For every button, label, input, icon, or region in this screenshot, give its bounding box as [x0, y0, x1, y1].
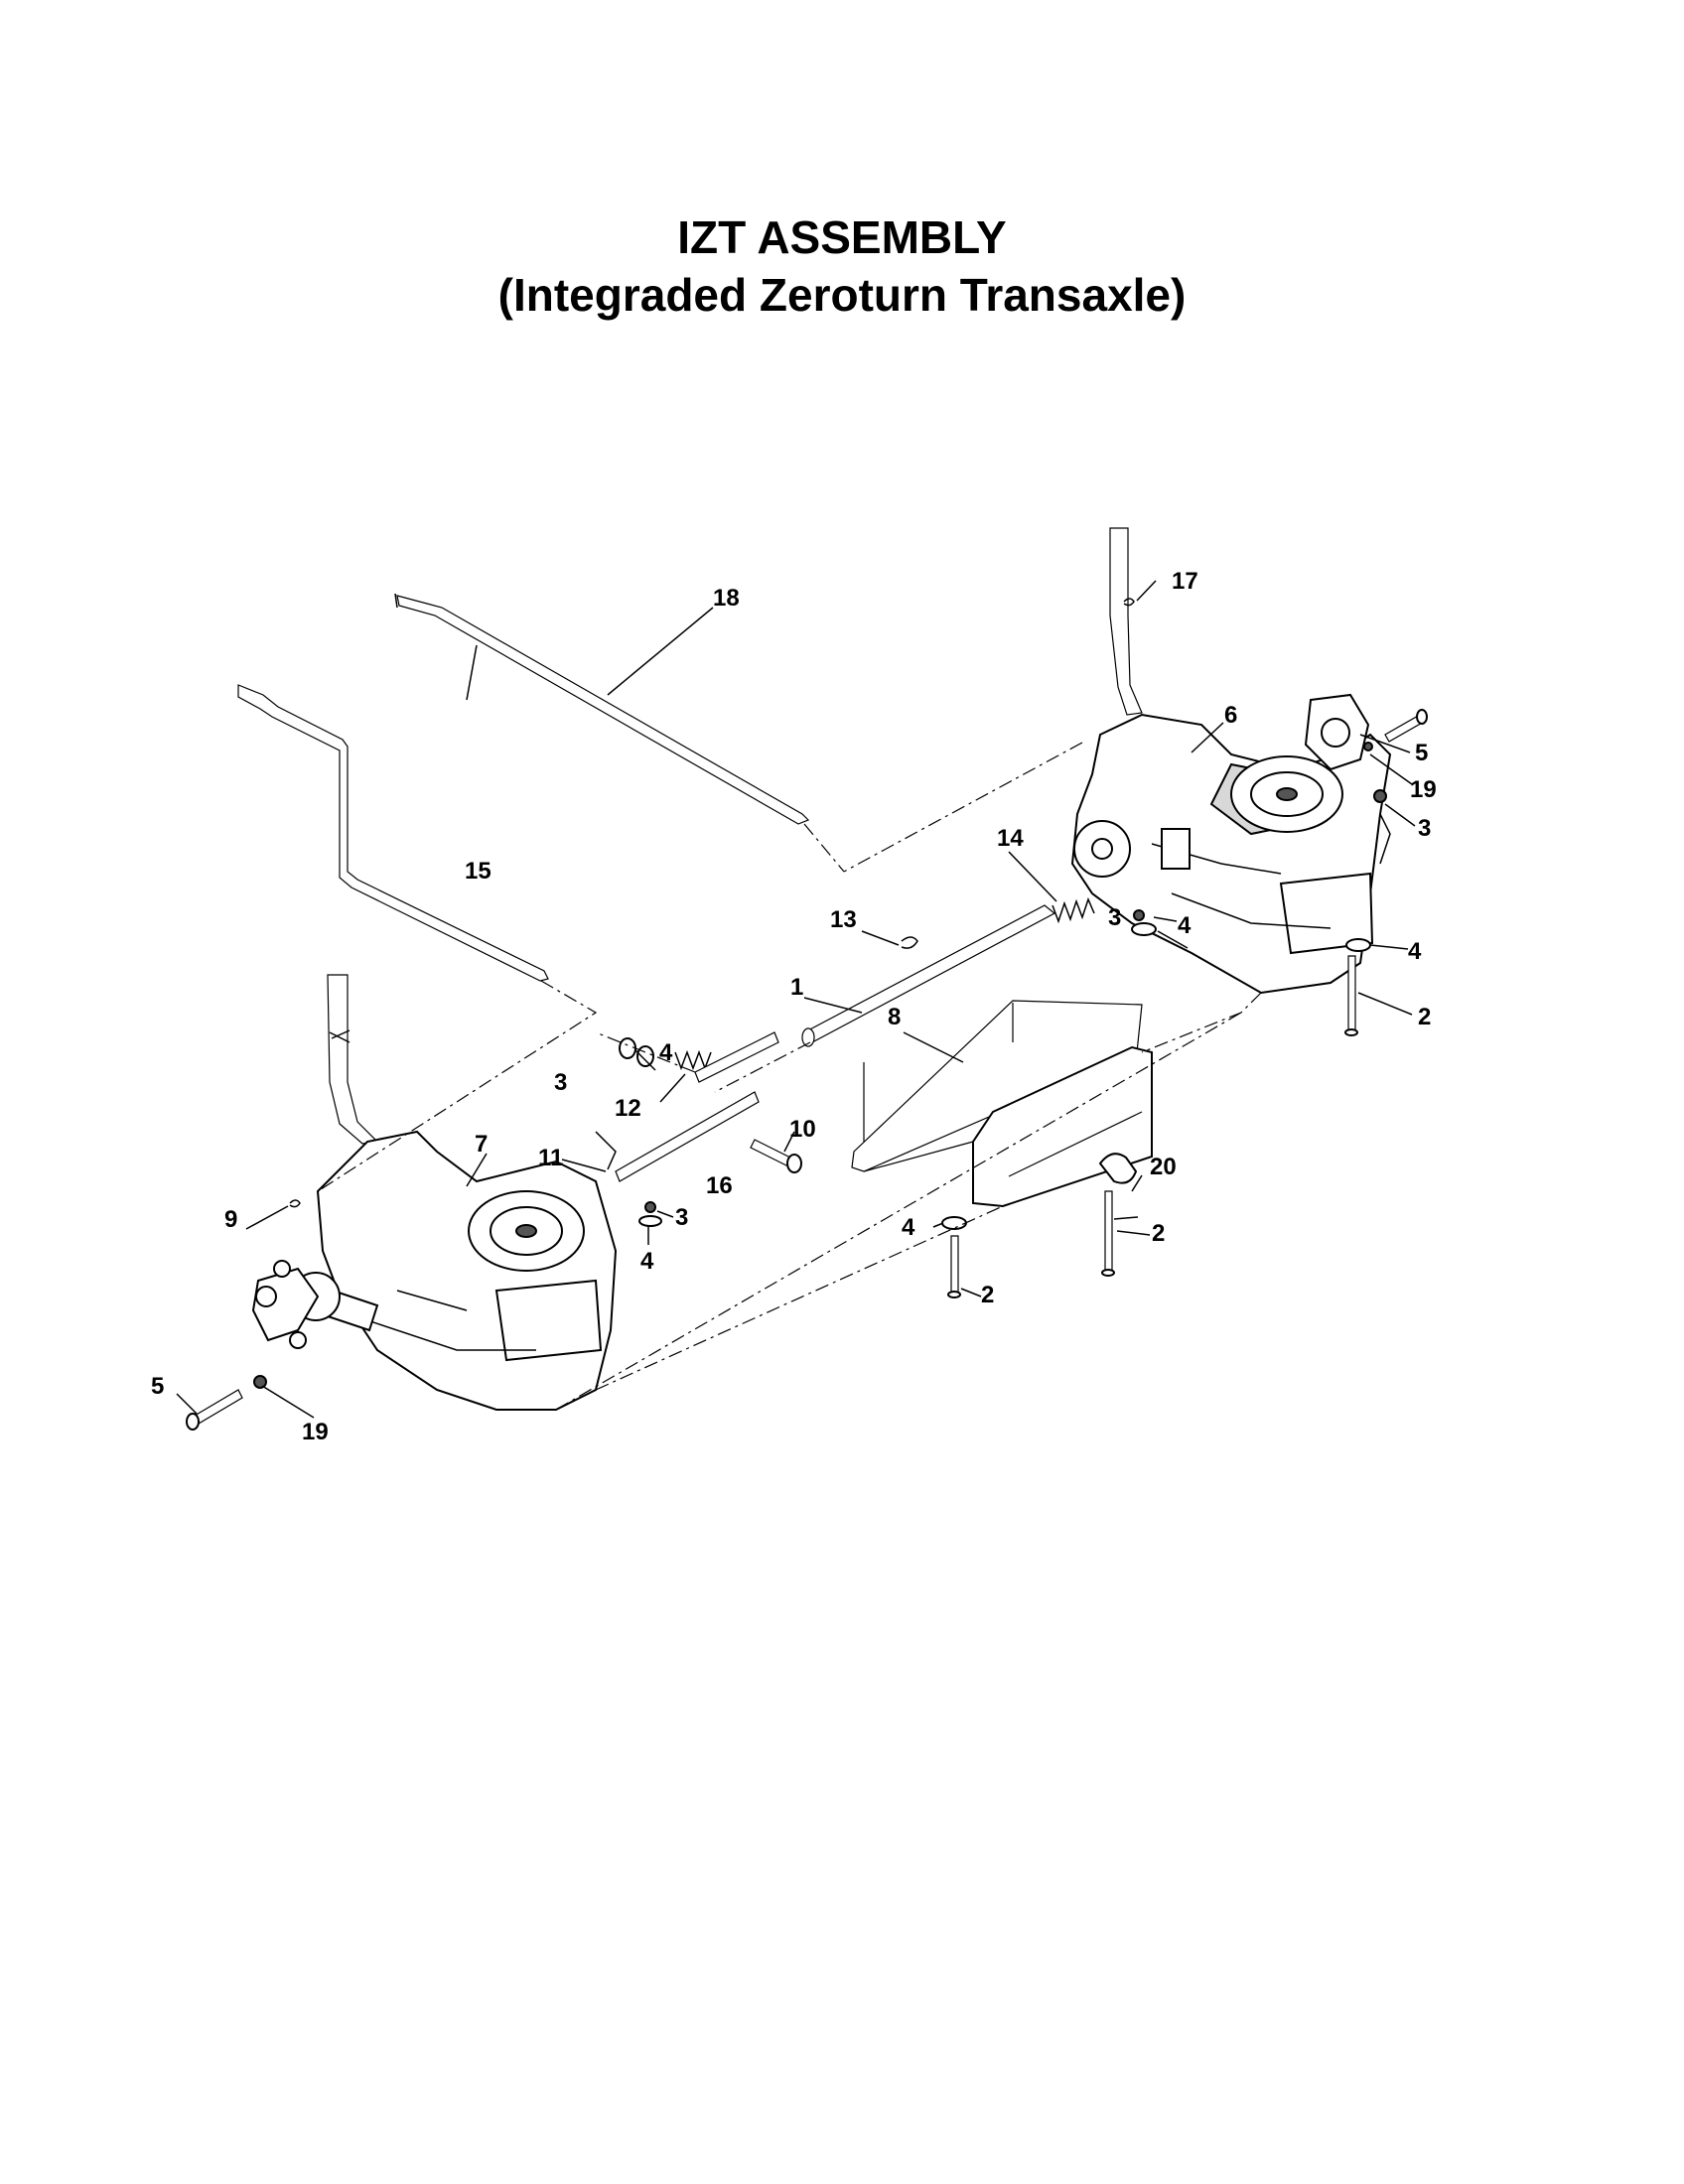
nut-and-washer-left [638, 1201, 662, 1227]
callout-4-left: 4 [640, 1248, 654, 1275]
callout-12: 12 [615, 1095, 641, 1122]
callout-3-right: 3 [1418, 815, 1431, 842]
callout-7: 7 [475, 1131, 488, 1158]
bolt-part-5-right [1363, 709, 1428, 751]
callout-19-left: 19 [302, 1419, 329, 1445]
bolt-part-10 [750, 1139, 802, 1173]
clip-part-17 [1123, 598, 1135, 607]
pin-part-9 [289, 1199, 301, 1208]
rod-part-15 [237, 684, 549, 982]
transaxle-left-part-7 [251, 974, 618, 1411]
callout-9: 9 [224, 1206, 237, 1233]
callout-6: 6 [1224, 702, 1237, 729]
callout-3-left: 3 [675, 1204, 688, 1231]
callout-2-right: 2 [1418, 1004, 1431, 1030]
callout-19-right: 19 [1410, 776, 1437, 803]
callout-18: 18 [713, 585, 740, 612]
linkage-part-16 [595, 1031, 779, 1182]
transaxle-right-part-6 [1070, 527, 1392, 995]
diagram-subtitle: (Integraded Zeroturn Transaxle) [497, 269, 1187, 321]
nut-washer-spring-center [619, 1037, 712, 1071]
callout-4-right: 4 [1408, 938, 1422, 965]
callout-15: 15 [465, 858, 491, 885]
washer-part-4-right [1345, 938, 1371, 952]
callout-20: 20 [1150, 1154, 1177, 1180]
callout-13: 13 [830, 906, 857, 933]
callout-17: 17 [1172, 568, 1198, 595]
callout-8: 8 [888, 1004, 901, 1030]
callout-14: 14 [997, 825, 1024, 852]
washer-part-4-center [941, 1216, 967, 1230]
shaft-part-1 [801, 904, 1056, 1047]
callout-16: 16 [706, 1172, 733, 1199]
plate-part-8 [851, 1000, 1153, 1208]
callout-11: 11 [538, 1145, 563, 1171]
callout-3-mid: 3 [1108, 904, 1121, 931]
callout-3-center: 3 [554, 1069, 567, 1096]
callout-5-left: 5 [151, 1373, 164, 1400]
nut-and-washer-right-upper [1373, 789, 1387, 803]
bolt-part-2-left [947, 1235, 961, 1298]
callout-4-plate: 4 [902, 1214, 915, 1241]
bolt-part-2-right [1344, 955, 1358, 1036]
callout-10: 10 [789, 1116, 816, 1143]
diagram-title: IZT ASSEMBLY [677, 211, 1007, 263]
clamp-part-20 [1098, 1153, 1138, 1184]
callout-5-right: 5 [1415, 740, 1428, 766]
nut-and-washer-right-mid [1131, 909, 1157, 936]
callout-4-center: 4 [659, 1039, 673, 1066]
rod-part-18 [394, 593, 810, 825]
leader-lines [176, 580, 1416, 1419]
callout-2-center: 2 [1152, 1220, 1165, 1247]
callout-4-mid: 4 [1178, 912, 1192, 939]
bolt-part-2-center [1101, 1190, 1115, 1277]
clip-part-13 [901, 936, 918, 949]
callout-2-left: 2 [981, 1282, 994, 1308]
callout-1: 1 [790, 974, 803, 1001]
spring-part-14 [1052, 896, 1095, 924]
bolt-part-5-left [186, 1375, 267, 1431]
